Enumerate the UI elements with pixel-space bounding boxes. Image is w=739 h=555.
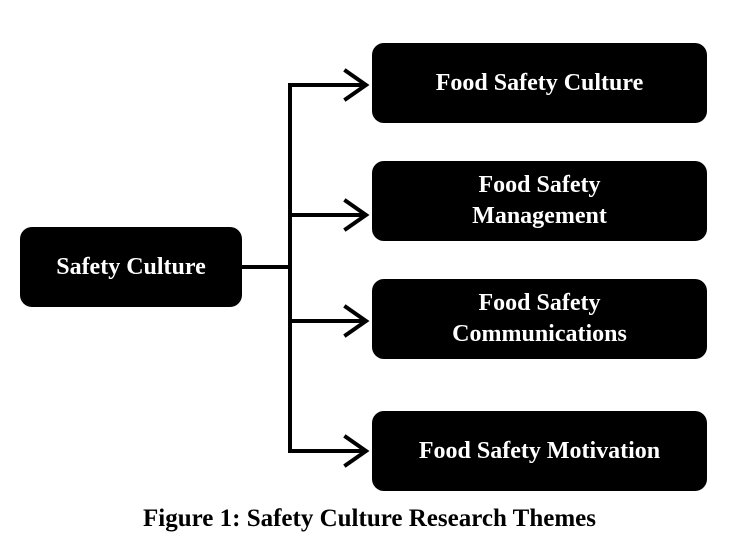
child-node-label: Food Safety Management xyxy=(472,172,607,229)
root-node-label: Safety Culture xyxy=(56,253,206,280)
child-node-label: Food Safety Culture xyxy=(435,69,644,96)
child-node-label: Food Safety Motivation xyxy=(418,437,661,464)
child-node-label: Food Safety Communications xyxy=(452,290,627,347)
arrowhead-0 xyxy=(343,68,370,102)
root-node: Safety Culture xyxy=(20,227,242,307)
arrowhead-3 xyxy=(343,434,370,468)
child-node: Food Safety Motivation xyxy=(372,411,707,491)
figure-caption: Figure 1: Safety Culture Research Themes xyxy=(143,505,596,532)
child-node: Food Safety Culture xyxy=(372,43,707,123)
child-node: Food Safety Management xyxy=(372,161,707,241)
arrowhead-1 xyxy=(343,198,370,232)
arrowhead-2 xyxy=(343,304,370,338)
child-node: Food Safety Communications xyxy=(372,279,707,359)
